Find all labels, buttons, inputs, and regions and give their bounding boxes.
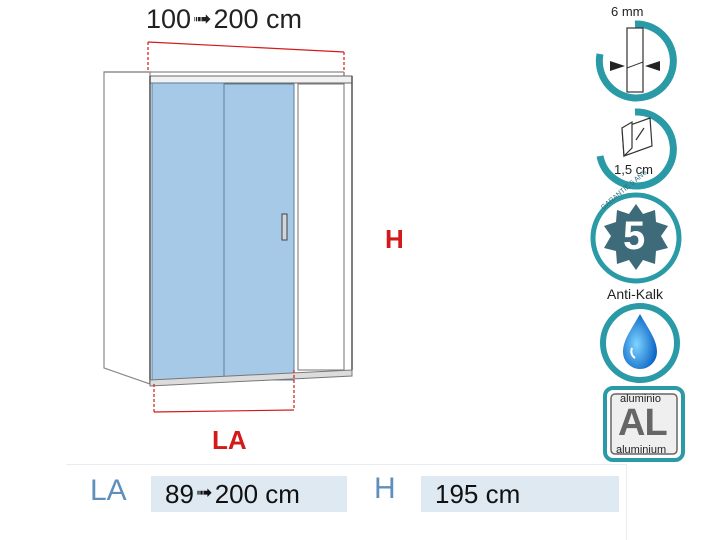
top-width-from: 100	[146, 4, 192, 34]
glass-thickness-icon	[595, 20, 677, 102]
width-value-to: 200 cm	[214, 478, 300, 509]
top-width-range: 100➟200 cm	[146, 4, 302, 35]
arrow-right-icon: ➟	[193, 6, 212, 31]
table-right-border	[626, 464, 627, 540]
anti-limescale-text: Anti-Kalk	[607, 286, 664, 302]
material-top-text: aluminio	[620, 393, 661, 405]
fixed-glass-panel	[151, 82, 225, 381]
width-value-from: 89	[165, 478, 194, 509]
material-bottom-text: aluminium	[616, 444, 667, 456]
width-marker-label: LA	[212, 425, 247, 455]
bottom-dimension-line	[153, 409, 295, 413]
left-wall	[103, 71, 151, 385]
height-value: 195 cm	[421, 476, 619, 512]
shower-enclosure-illustration	[103, 41, 353, 413]
profile-adjust-text: 1,5 cm	[614, 162, 654, 177]
top-width-to: 200 cm	[213, 4, 303, 34]
top-dimension-line	[147, 41, 345, 53]
aluminium-badge-icon	[603, 386, 685, 462]
bottom-dimension-bracket	[153, 370, 295, 412]
width-value: 89➟200 cm	[151, 476, 347, 512]
shower-tray	[149, 369, 353, 387]
material-abbr: AL	[618, 402, 668, 444]
profile-adjust-icon	[596, 108, 677, 190]
glass-thickness-text: 6 mm	[611, 4, 644, 19]
water-drop-icon	[600, 303, 680, 383]
height-marker-label: H	[385, 224, 404, 254]
height-label: H	[374, 472, 396, 505]
guarantee-years: 5	[623, 214, 646, 258]
guarantee-badge-icon	[590, 192, 682, 284]
table-top-border	[66, 464, 626, 465]
arrow-right-icon: ➟	[195, 481, 213, 504]
width-label: LA	[90, 474, 127, 507]
right-wall	[297, 83, 345, 371]
door-handle	[281, 213, 288, 241]
top-rail	[149, 75, 353, 84]
